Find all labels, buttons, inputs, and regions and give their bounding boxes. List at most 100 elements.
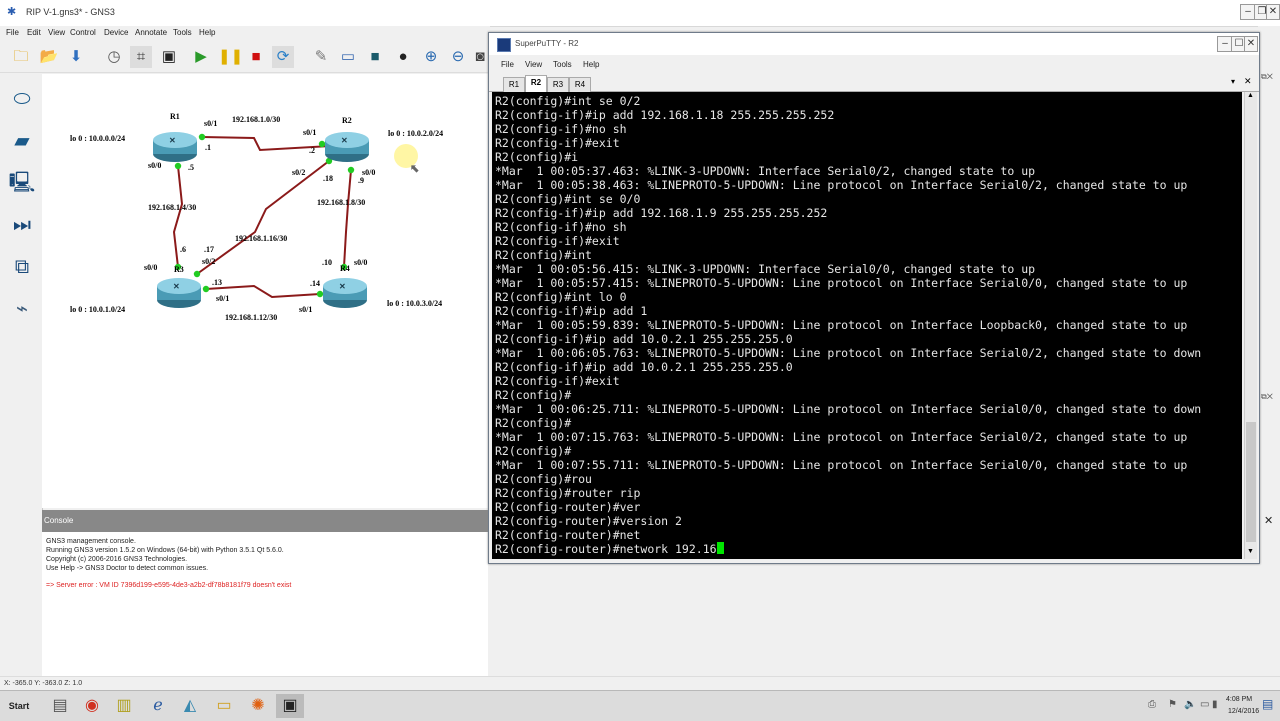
start-all-icon[interactable]: ▶ [195,48,207,65]
close-button[interactable]: ✕ [1266,4,1280,20]
snapshot-icon[interactable]: ◷ [107,48,121,65]
putty-close-button[interactable]: ✕ [1244,36,1258,52]
terminal-prompt-line[interactable]: R2(config-router)#network 192.16 [495,542,1201,556]
terminal-scrollbar[interactable]: ▲ ▼ [1244,92,1257,559]
tab-close-icon[interactable]: ✕ [1244,76,1252,86]
putty-window-title: SuperPuTTY - R2 [515,39,579,48]
dock-close-icon[interactable]: ✕ [1264,515,1274,527]
topology-canvas[interactable]: ✕ ✕ ✕ ✕ ⬉ R1 R2 R3 R4 lo 0 : 10.0.0.0/24… [42,74,488,508]
console-title: Console [44,516,74,525]
terminal-line: *Mar 1 00:07:15.763: %LINEPROTO-5-UPDOWN… [495,430,1188,444]
menu-device[interactable]: Device [104,28,129,37]
clock-date[interactable]: 12/4/2016 [1228,708,1260,715]
clock-time[interactable]: 4:08 PM [1226,696,1253,703]
add-link-icon[interactable]: ⌁ [15,298,29,320]
terminal-line: R2(config-if)#no sh [495,122,627,136]
port-dot [193,270,201,278]
tab-r3[interactable]: R3 [547,77,569,92]
terminal-line: R2(config-if)#ip add 1 [495,304,648,318]
file-icon[interactable]: ▥ [116,697,132,714]
draw-rectangle-icon[interactable]: ■ [370,48,380,65]
save-project-icon[interactable]: ⬇ [69,48,83,65]
tray-battery-icon[interactable]: ▮ [1212,699,1218,710]
gns3-icon[interactable]: ◭ [183,697,197,714]
open-project-icon[interactable]: 📂 [39,48,59,65]
end-device-icon[interactable]: 🖳 [8,172,36,194]
putty-menu-view[interactable]: View [525,60,543,69]
router-r4-name: R4 [340,264,350,273]
tab-r4[interactable]: R4 [569,77,591,92]
start-button[interactable]: Start [2,695,36,717]
svg-text:✕: ✕ [341,136,348,145]
gns3-app-icon: ✱ [7,6,17,18]
zoom-out-icon[interactable]: ⊖ [451,48,465,65]
menu-file[interactable]: File [6,28,19,37]
scrollbar-thumb[interactable] [1246,422,1256,542]
suspend-all-icon[interactable]: ❚❚ [218,48,244,65]
menu-annotate[interactable]: Annotate [135,28,168,37]
tab-list-dropdown-icon[interactable]: ▾ [1231,77,1236,86]
security-device-icon[interactable]: ⏭ [13,214,31,236]
server-manager-icon[interactable]: ▤ [52,697,68,714]
tab-r2[interactable]: R2 [525,75,547,92]
dock-float-icon[interactable]: ⧉✕ [1261,72,1273,81]
draw-ellipse-icon[interactable]: ● [398,48,408,65]
right-dock-strip: ⧉✕ ⧉✕ ✕ [1258,26,1280,676]
tab-r1[interactable]: R1 [503,77,525,92]
chrome-icon[interactable]: ◉ [85,697,99,714]
putty-minimize-button[interactable]: – [1217,36,1233,52]
reload-all-icon[interactable]: ⟳ [272,46,294,68]
console-panel[interactable]: GNS3 management console. Running GNS3 ve… [42,532,488,676]
putty-app-icon [497,38,511,52]
r1-dot1-label: .1 [205,143,211,152]
scroll-up-icon[interactable]: ▲ [1247,92,1254,99]
menu-view[interactable]: View [48,28,66,37]
gns3-menu-bar: File Edit View Control Device Annotate T… [0,26,490,40]
zoom-in-icon[interactable]: ⊕ [424,48,438,65]
putty-menu-tools[interactable]: Tools [553,60,572,69]
new-project-icon[interactable]: 🗀 [13,48,29,65]
terminal-line: *Mar 1 00:05:38.463: %LINEPROTO-5-UPDOWN… [495,178,1188,192]
net-r3-r4: 192.168.1.12/30 [225,313,277,322]
screenshot-icon[interactable]: ◙ [475,48,485,65]
r3-dot13-label: .13 [212,278,222,287]
tray-monitor-icon[interactable]: ▭ [1200,699,1210,710]
terminal-icon[interactable]: ▣ [276,694,304,718]
link-r2-r4 [343,169,352,268]
r3-s00-label: s0/0 [144,263,157,272]
menu-tools[interactable]: Tools [173,28,192,37]
terminal-line: *Mar 1 00:06:05.763: %LINEPROTO-5-UPDOWN… [495,346,1202,360]
ie-icon[interactable]: ℯ [153,697,163,714]
scroll-down-icon[interactable]: ▼ [1247,548,1254,555]
terminal-line: R2(config)# [495,416,572,430]
tray-flag-icon[interactable]: ⚑ [1168,699,1177,710]
dock-float-icon[interactable]: ⧉✕ [1261,392,1273,401]
insert-picture-icon[interactable]: ▭ [340,48,356,65]
terminal-input-text: R2(config-router)#network 192.16 [495,542,717,556]
add-note-icon[interactable]: ✎ [314,48,328,65]
switch-icon[interactable]: ▰ [14,130,30,152]
r4-dot10-label: .10 [322,258,332,267]
menu-control[interactable]: Control [70,28,96,37]
explorer-icon[interactable]: ▭ [216,697,232,714]
stop-all-icon[interactable]: ■ [251,48,261,65]
tray-network-icon[interactable]: ⎙ [1148,699,1156,710]
router-icon[interactable]: ⬭ [13,88,31,110]
net-r1-r2: 192.168.1.0/30 [232,115,280,124]
tray-volume-icon[interactable]: 🔈 [1184,699,1197,710]
putty-menu-help[interactable]: Help [583,60,600,69]
orange-app-icon[interactable]: ✺ [251,697,265,714]
console-line: Running GNS3 version 1.5.2 on Windows (6… [46,547,284,554]
terminal-line: R2(config-if)#exit [495,136,620,150]
menu-help[interactable]: Help [199,28,216,37]
show-interface-labels-icon[interactable]: ⌗ [130,46,152,68]
r2-loopback: lo 0 : 10.0.2.0/24 [388,129,443,138]
all-devices-icon[interactable]: ⧉ [14,256,30,278]
console-all-icon[interactable]: ▣ [161,48,177,65]
menu-edit[interactable]: Edit [27,28,41,37]
r4-loopback: lo 0 : 10.0.3.0/24 [387,299,442,308]
notification-icon[interactable]: ▤ [1262,697,1274,711]
putty-menu-file[interactable]: File [501,60,514,69]
r1-loopback: lo 0 : 10.0.0.0/24 [70,134,125,143]
